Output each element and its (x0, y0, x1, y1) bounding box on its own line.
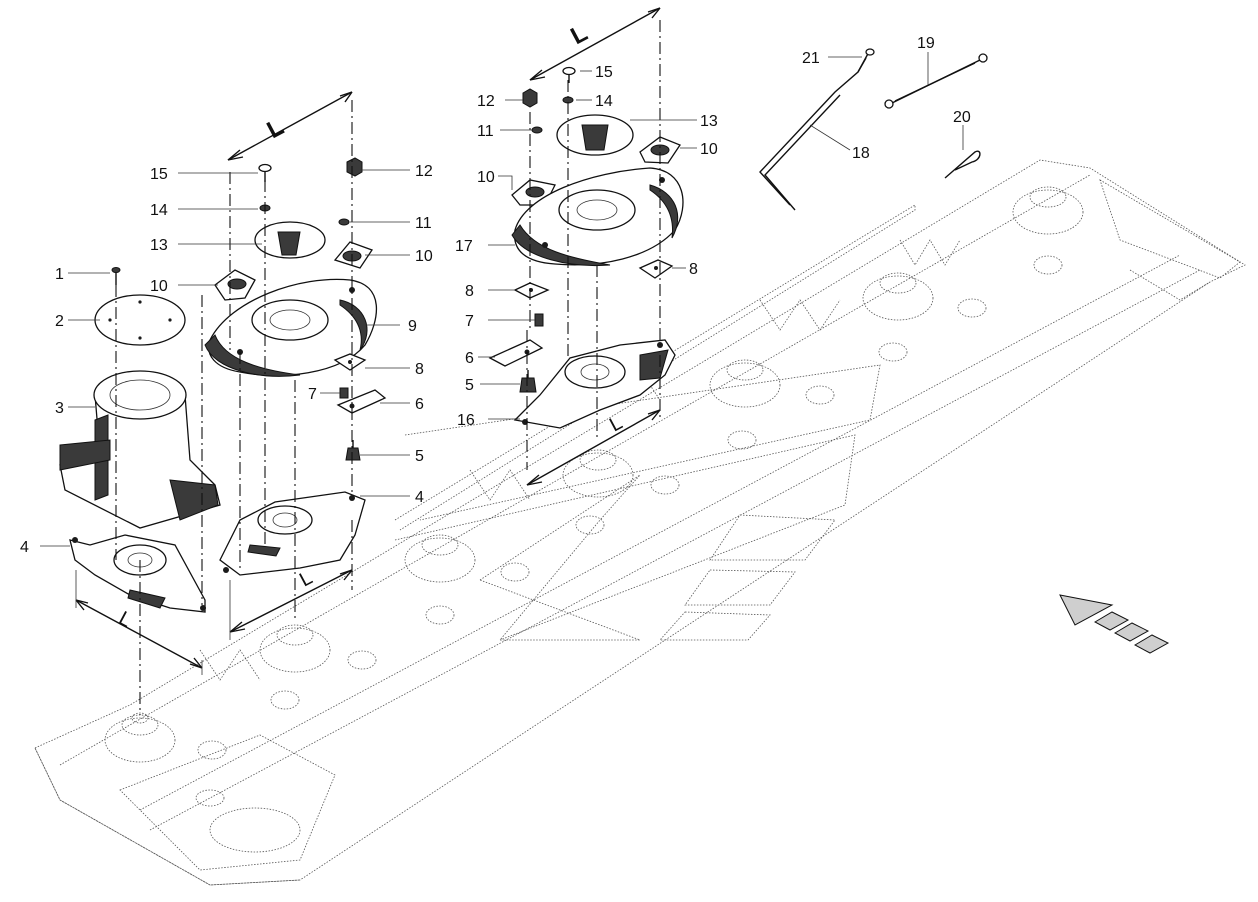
callout-7: 7 (308, 386, 317, 403)
part-2-gasket (94, 294, 186, 346)
part-1-screw (111, 267, 121, 285)
part-8-plate-mid (333, 353, 367, 371)
part-13-cap-right (556, 114, 634, 156)
callout-6: 6 (415, 396, 424, 413)
part-9-cutter-disc (204, 278, 377, 377)
part-7-screw-right (534, 313, 544, 327)
part-4-disc-mid (219, 491, 366, 576)
part-11-washer-right (531, 126, 543, 134)
hub-7 (1012, 186, 1084, 275)
part-13-cap-mid (254, 221, 326, 259)
callout-1: 1 (55, 266, 64, 283)
part-3-drive-housing (59, 370, 221, 529)
callout-17: 17 (455, 238, 473, 255)
callout-13: 13 (700, 113, 718, 130)
callout-16: 16 (457, 412, 475, 429)
part-12-nut-right (522, 88, 538, 108)
callout-4: 4 (20, 539, 29, 556)
part-17-cutter-disc (511, 167, 684, 266)
callout-10: 10 (700, 141, 718, 158)
callout-5: 5 (415, 448, 424, 465)
dimension-label-l: L (296, 567, 316, 592)
callout-10: 10 (415, 248, 433, 265)
callout-11: 11 (415, 215, 432, 232)
callout-15: 15 (595, 64, 613, 81)
callout-13: 13 (150, 237, 168, 254)
callout-18: 18 (852, 145, 870, 162)
callout-2: 2 (55, 313, 64, 330)
callout-15: 15 (150, 166, 168, 183)
travel-direction-arrow (1059, 594, 1170, 654)
part-5-bolt-mid (345, 440, 361, 461)
hub-3 (404, 534, 530, 625)
callout-10: 10 (150, 278, 168, 295)
part-8-plate-right-a (638, 259, 674, 279)
dimension-label-l: L (115, 607, 135, 632)
part-6-knife-mid (336, 389, 387, 414)
callout-19: 19 (917, 35, 935, 52)
dimension-label-l: L (566, 20, 592, 51)
hub-4 (562, 449, 680, 535)
hub-2 (259, 624, 377, 710)
part-16-disc-right (513, 339, 676, 429)
part-15-bolt-right (562, 66, 576, 83)
callout-12: 12 (415, 163, 433, 180)
part-10-knife-holder-right-b (639, 136, 681, 164)
callout-20: 20 (953, 109, 971, 126)
callout-14: 14 (595, 93, 613, 110)
callout-5: 5 (465, 377, 474, 394)
part-20-spring-pin (944, 150, 981, 179)
callout-4: 4 (415, 489, 424, 506)
dimension-label-l: L (606, 412, 626, 437)
part-15-bolt-mid (258, 163, 272, 182)
hub-1 (104, 712, 227, 763)
callout-12: 12 (477, 93, 495, 110)
callout-8: 8 (689, 261, 698, 278)
part-10-knife-holder-mid-a (214, 269, 256, 301)
hub-5 (709, 359, 835, 450)
callout-labels: 1 2 3 4 15 14 13 10 12 11 10 9 8 7 6 5 4… (20, 35, 971, 556)
dimension-lines (75, 7, 661, 675)
assembly-axes (115, 20, 661, 715)
callout-6: 6 (465, 350, 474, 367)
part-4-disc-left (69, 534, 206, 613)
part-8-plate-right-b (513, 282, 550, 299)
part-12-nut-mid (346, 157, 363, 177)
callout-7: 7 (465, 313, 474, 330)
callout-8: 8 (415, 361, 424, 378)
gearbox-hubs (104, 186, 1084, 763)
callout-21: 21 (802, 50, 820, 67)
callout-10: 10 (477, 169, 495, 186)
part-18-deflector-rod (759, 49, 871, 211)
callout-14: 14 (150, 202, 168, 219)
part-7-screw-mid (339, 387, 349, 399)
part-5-bolt-right (519, 370, 537, 393)
leader-lines (40, 52, 964, 547)
callout-3: 3 (55, 400, 64, 417)
callout-8: 8 (465, 283, 474, 300)
part-6-knife-right (488, 339, 544, 367)
part-11-washer-mid (338, 218, 350, 226)
part-21-end-cap (857, 48, 875, 73)
part-19-cable (884, 53, 988, 109)
hub-6 (862, 272, 987, 362)
callout-9: 9 (408, 318, 417, 335)
callout-11: 11 (477, 123, 494, 140)
